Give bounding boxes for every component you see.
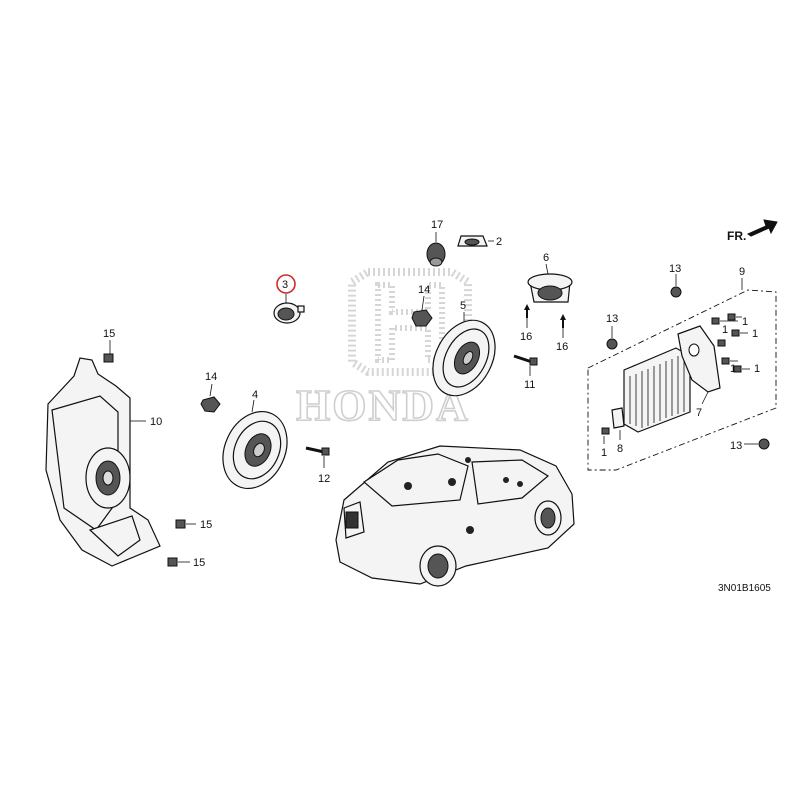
callout-16-right[interactable]: 16	[556, 341, 568, 353]
bolt-11[interactable]	[513, 354, 538, 366]
callout-15-bottom[interactable]: 15	[193, 557, 205, 569]
screw-16-right[interactable]	[560, 314, 566, 328]
clip-14-upper[interactable]	[411, 309, 433, 327]
callout-14-lower[interactable]: 14	[205, 371, 217, 383]
callout-1-e[interactable]: 1	[754, 363, 760, 375]
amplifier-assembly	[587, 286, 777, 471]
tweeter-speaker[interactable]	[273, 302, 305, 324]
callout-13-bottom[interactable]: 13	[730, 440, 742, 452]
callout-6[interactable]: 6	[543, 252, 549, 264]
callout-1-d[interactable]: 1	[730, 363, 736, 375]
door-speaker-left[interactable]	[211, 401, 299, 499]
bolt-15-bottom[interactable]	[167, 557, 178, 567]
tweeter-holder[interactable]	[457, 235, 488, 247]
callout-1-c[interactable]: 1	[722, 324, 728, 336]
callout-1-b[interactable]: 1	[752, 328, 758, 340]
callout-13-top[interactable]: 13	[669, 263, 681, 275]
highlight-ring	[276, 274, 296, 294]
bracket-8[interactable]	[611, 407, 625, 429]
subwoofer-enclosure[interactable]	[45, 357, 161, 567]
callout-13-left[interactable]: 13	[606, 313, 618, 325]
callout-12[interactable]: 12	[318, 473, 330, 485]
front-direction-indicator: FR.	[727, 219, 778, 243]
door-speaker-right[interactable]	[420, 310, 507, 407]
callout-14-upper[interactable]: 14	[418, 284, 430, 296]
callout-3[interactable]: 3	[282, 279, 288, 291]
screw-16-left[interactable]	[524, 304, 530, 318]
callout-16-left[interactable]: 16	[520, 331, 532, 343]
speaker-location-marks	[404, 457, 523, 534]
amplifier-unit[interactable]	[623, 347, 691, 433]
amp-screws[interactable]	[601, 313, 742, 435]
amp-nuts[interactable]	[606, 286, 770, 450]
callout-17[interactable]: 17	[431, 219, 443, 231]
bolt-15-middle[interactable]	[175, 519, 186, 529]
callout-8[interactable]: 8	[617, 443, 623, 455]
callout-9[interactable]: 9	[739, 266, 745, 278]
callout-1-f[interactable]: 1	[601, 447, 607, 459]
callout-15-top[interactable]: 15	[103, 328, 115, 340]
vehicle-illustration	[335, 445, 575, 587]
callout-5[interactable]: 5	[460, 300, 466, 312]
front-arrow-icon	[746, 219, 778, 237]
callout-11[interactable]: 11	[524, 379, 535, 391]
dash-tweeter[interactable]	[426, 242, 446, 267]
front-direction-label: FR.	[727, 229, 746, 243]
callout-4[interactable]: 4	[252, 389, 258, 401]
callout-10[interactable]: 10	[150, 416, 162, 428]
bolt-12[interactable]	[305, 446, 330, 456]
leader-lines	[109, 232, 758, 563]
center-speaker[interactable]	[527, 273, 573, 303]
clip-14-lower[interactable]	[200, 396, 221, 413]
bolt-15-top[interactable]	[103, 353, 114, 363]
callout-7[interactable]: 7	[696, 407, 702, 419]
amplifier-bracket[interactable]	[677, 325, 721, 393]
diagram-code: 3N01B1605	[718, 583, 771, 594]
callout-15-middle[interactable]: 15	[200, 519, 212, 531]
callouts: 17 2 3 14 5 6 16 16 11 12 14 4 15 10 15 …	[103, 219, 760, 569]
callout-1-a[interactable]: 1	[742, 316, 748, 328]
callout-2[interactable]: 2	[496, 236, 502, 248]
